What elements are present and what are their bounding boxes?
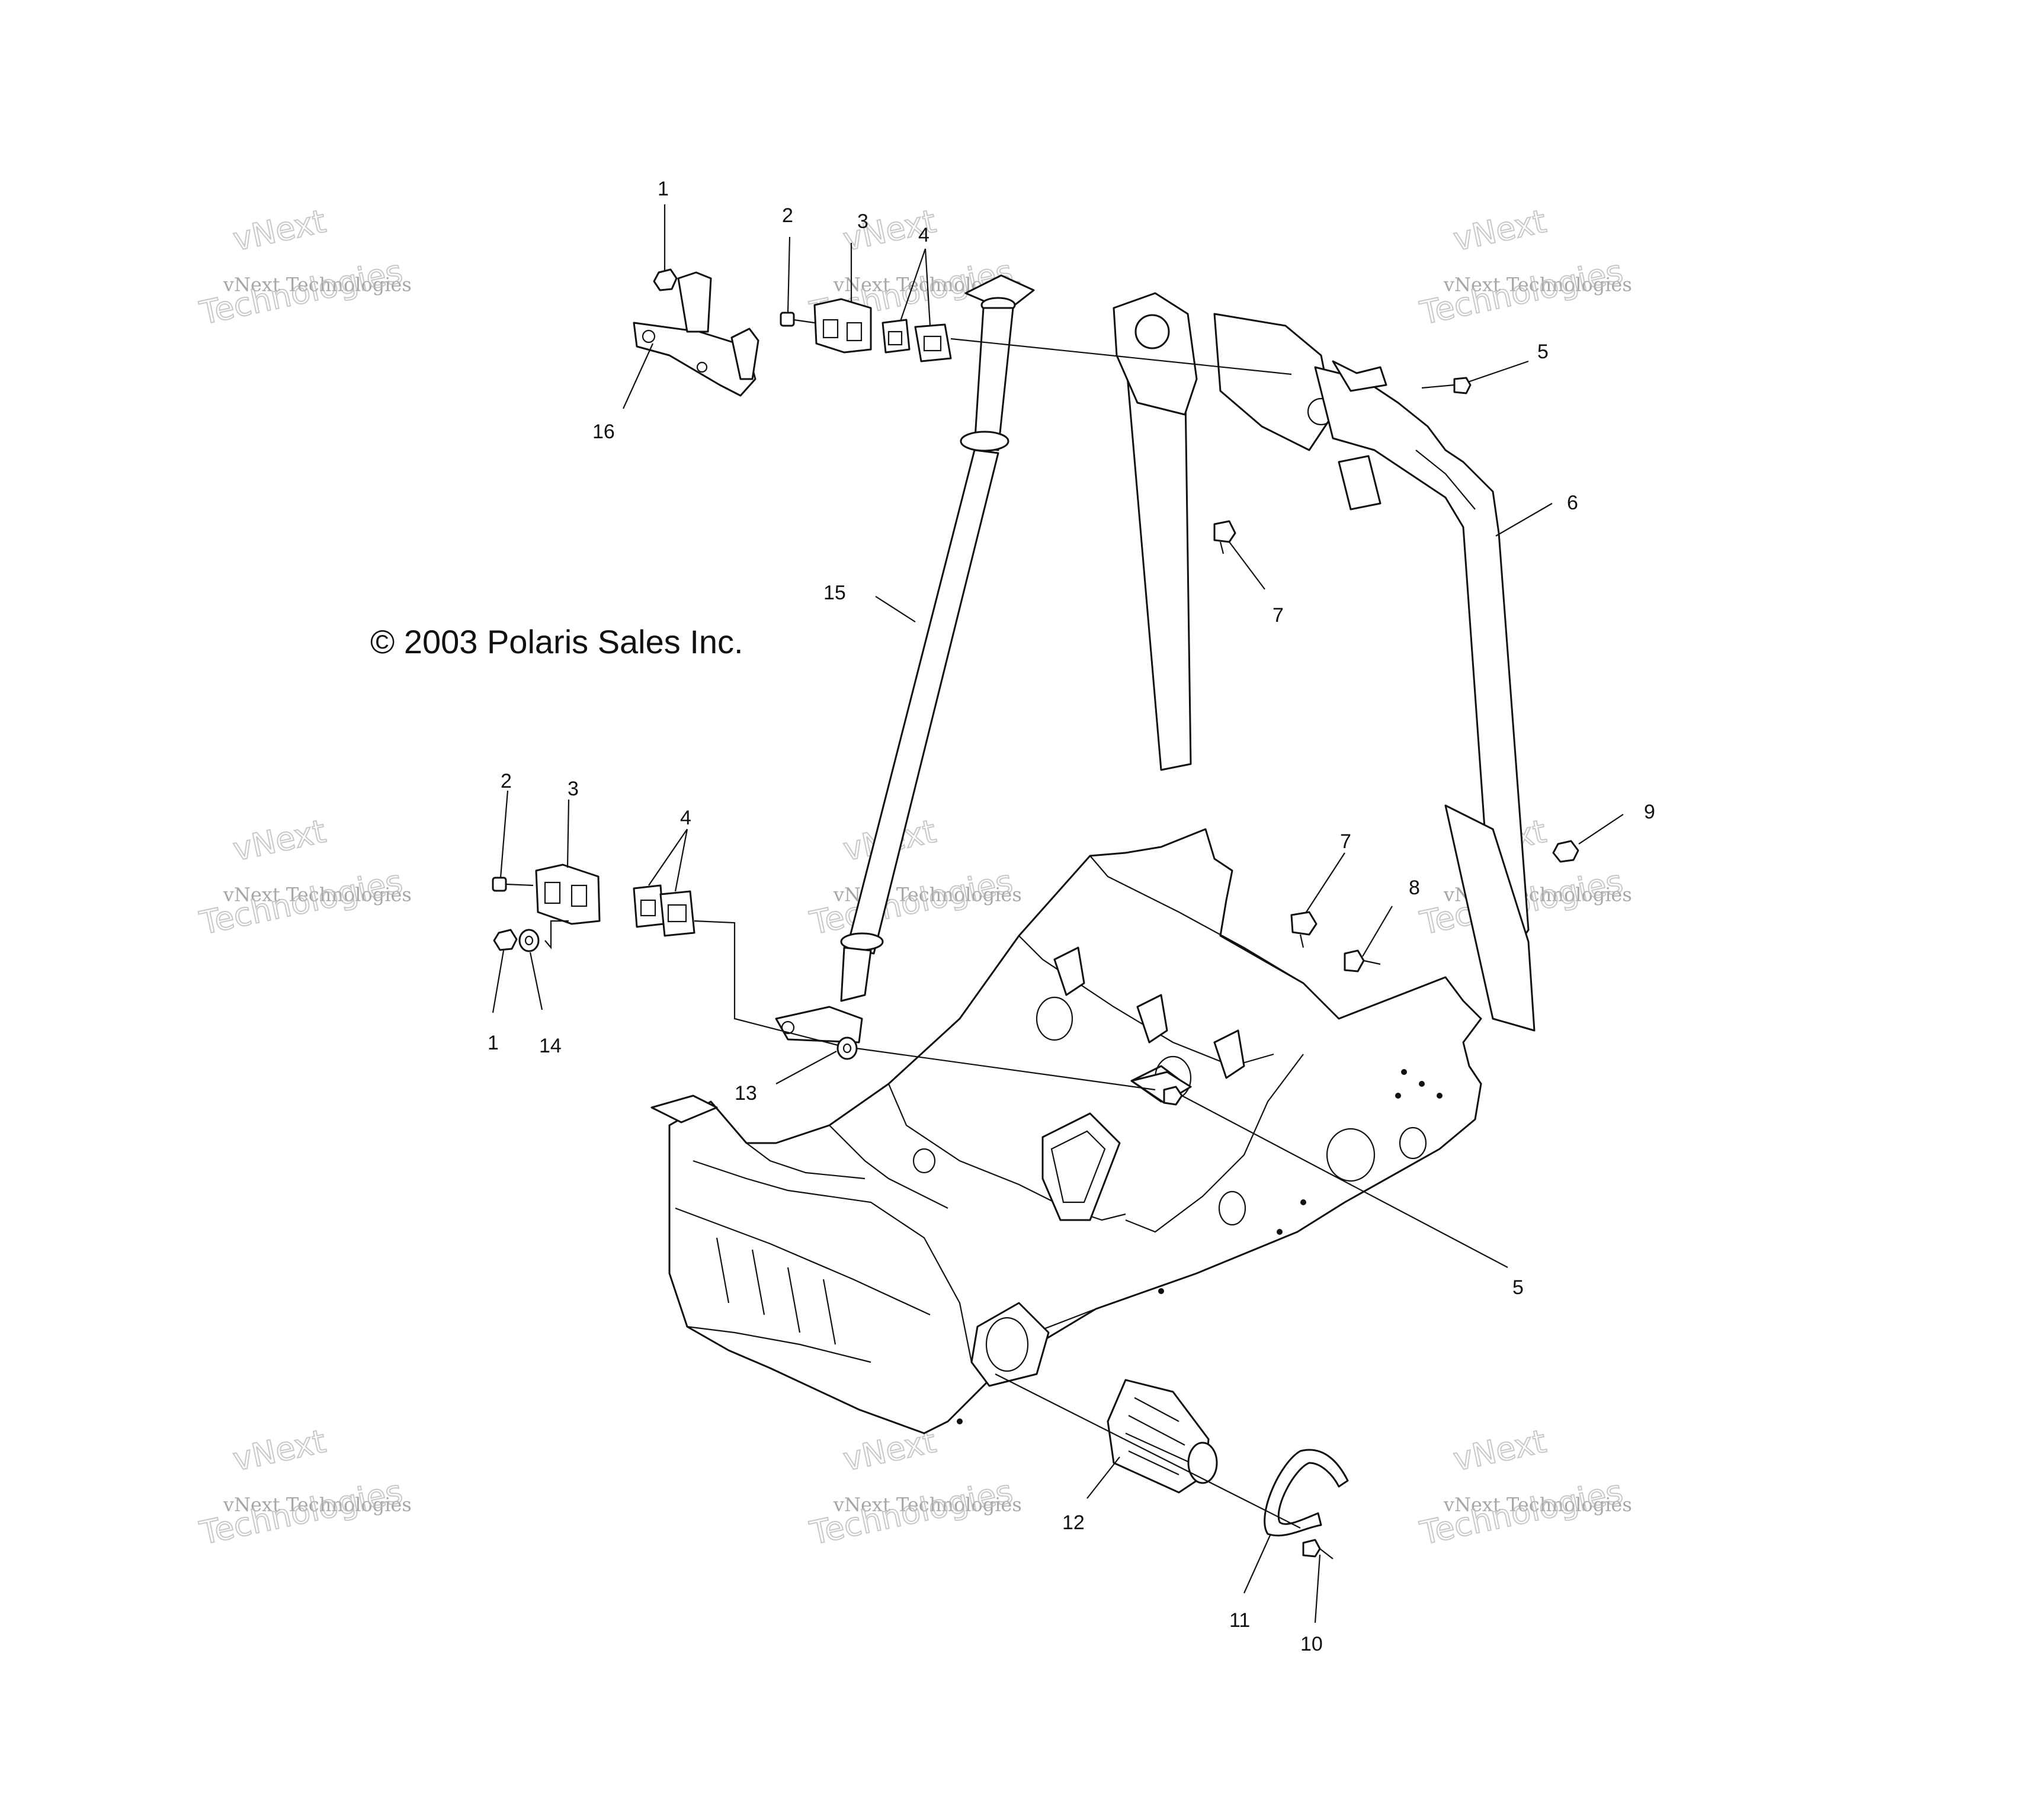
part-5-bolt <box>1130 1071 1192 1106</box>
watermark: vNext vNext Technologies Technologies <box>1416 202 1632 333</box>
part-1-nut <box>653 268 678 291</box>
callout-1: 1 <box>658 178 669 200</box>
copyright-text: © 2003 Polaris Sales Inc. <box>370 623 743 660</box>
callout-8: 8 <box>1409 877 1420 899</box>
part-6-support-frame <box>1113 292 1530 958</box>
callout-4: 4 <box>680 807 691 829</box>
callout-13: 13 <box>735 1082 757 1105</box>
callout-12: 12 <box>1062 1511 1085 1534</box>
part-14-washer <box>518 929 540 952</box>
svg-text:Technologies: Technologies <box>806 1473 1015 1552</box>
svg-text:vNext Technologies: vNext Technologies <box>223 1493 412 1516</box>
part-10-screw <box>1302 1539 1334 1559</box>
svg-text:vNext: vNext <box>230 813 329 868</box>
svg-text:vNext Technologies: vNext Technologies <box>1443 273 1632 296</box>
part-9-nut <box>1552 840 1579 863</box>
watermark: vNext vNext Technologies Technologies <box>195 812 412 943</box>
callout-1: 1 <box>488 1032 499 1054</box>
callout-3: 3 <box>857 210 868 233</box>
svg-text:Technologies: Technologies <box>806 863 1015 942</box>
callout-6: 6 <box>1567 492 1578 514</box>
callout-11: 11 <box>1229 1609 1250 1632</box>
callout-15: 15 <box>823 582 846 604</box>
callout-2: 2 <box>782 204 793 227</box>
part-2-bolt <box>780 312 815 327</box>
watermark: vNext vNext Technologies Technologies <box>1416 1422 1632 1553</box>
svg-text:vNext Technologies: vNext Technologies <box>223 883 412 906</box>
part-12-boot <box>1107 1379 1218 1494</box>
svg-text:vNext: vNext <box>230 1423 329 1478</box>
watermark: vNext vNext Technologies Technologies <box>806 812 1021 943</box>
part-16-bracket <box>633 271 759 397</box>
part-13-washer <box>836 1036 858 1060</box>
part-7-clip <box>1213 520 1236 554</box>
part-1-nut <box>493 929 518 951</box>
watermark: vNext vNext Technologies Technologies <box>806 1422 1022 1553</box>
svg-text:vNext: vNext <box>1450 203 1549 258</box>
part-4-bushings <box>633 884 695 937</box>
callout-7: 7 <box>1340 830 1351 853</box>
callout-5: 5 <box>1512 1276 1524 1299</box>
svg-text:vNext: vNext <box>230 203 329 258</box>
leader-lines <box>492 204 1624 1623</box>
callout-7: 7 <box>1272 604 1284 627</box>
svg-text:Technologies: Technologies <box>1416 253 1626 332</box>
part-3-clamp <box>535 864 601 925</box>
callout-4: 4 <box>918 224 929 246</box>
svg-text:vNext: vNext <box>1450 1423 1549 1478</box>
watermark: vNext vNext Technologies Technologies <box>195 202 412 333</box>
svg-text:vNext Technologies: vNext Technologies <box>833 1493 1022 1516</box>
callout-2: 2 <box>501 770 512 792</box>
callout-5: 5 <box>1537 341 1549 363</box>
part-5-bolt <box>1421 377 1472 394</box>
callout-14: 14 <box>539 1035 562 1057</box>
main-chassis-frame <box>650 804 1536 1434</box>
part-2-bolt <box>492 877 534 892</box>
svg-text:Technologies: Technologies <box>196 253 405 332</box>
part-3-clamp <box>813 298 872 354</box>
part-4-bushings <box>882 319 952 362</box>
callout-10: 10 <box>1300 1633 1323 1655</box>
svg-text:Technologies: Technologies <box>196 1473 405 1552</box>
watermark: vNext vNext Technologies Technologies <box>195 1422 412 1553</box>
callout-16: 16 <box>592 421 615 443</box>
svg-text:vNext Technologies: vNext Technologies <box>1443 1493 1632 1516</box>
svg-text:Technologies: Technologies <box>1416 1473 1626 1552</box>
part-8-bolt <box>1344 949 1381 972</box>
part-15-steering-post <box>775 274 1035 1044</box>
callout-3: 3 <box>568 778 579 800</box>
callout-9: 9 <box>1644 801 1655 823</box>
callouts: 1 2 3 4 5 6 7 16 15 2 3 4 7 8 9 1 14 13 … <box>488 178 1655 1655</box>
part-7-clip <box>1290 911 1318 948</box>
svg-text:Technologies: Technologies <box>196 863 405 942</box>
svg-text:vNext Technologies: vNext Technologies <box>223 273 412 296</box>
part-11-ring <box>1264 1449 1349 1537</box>
